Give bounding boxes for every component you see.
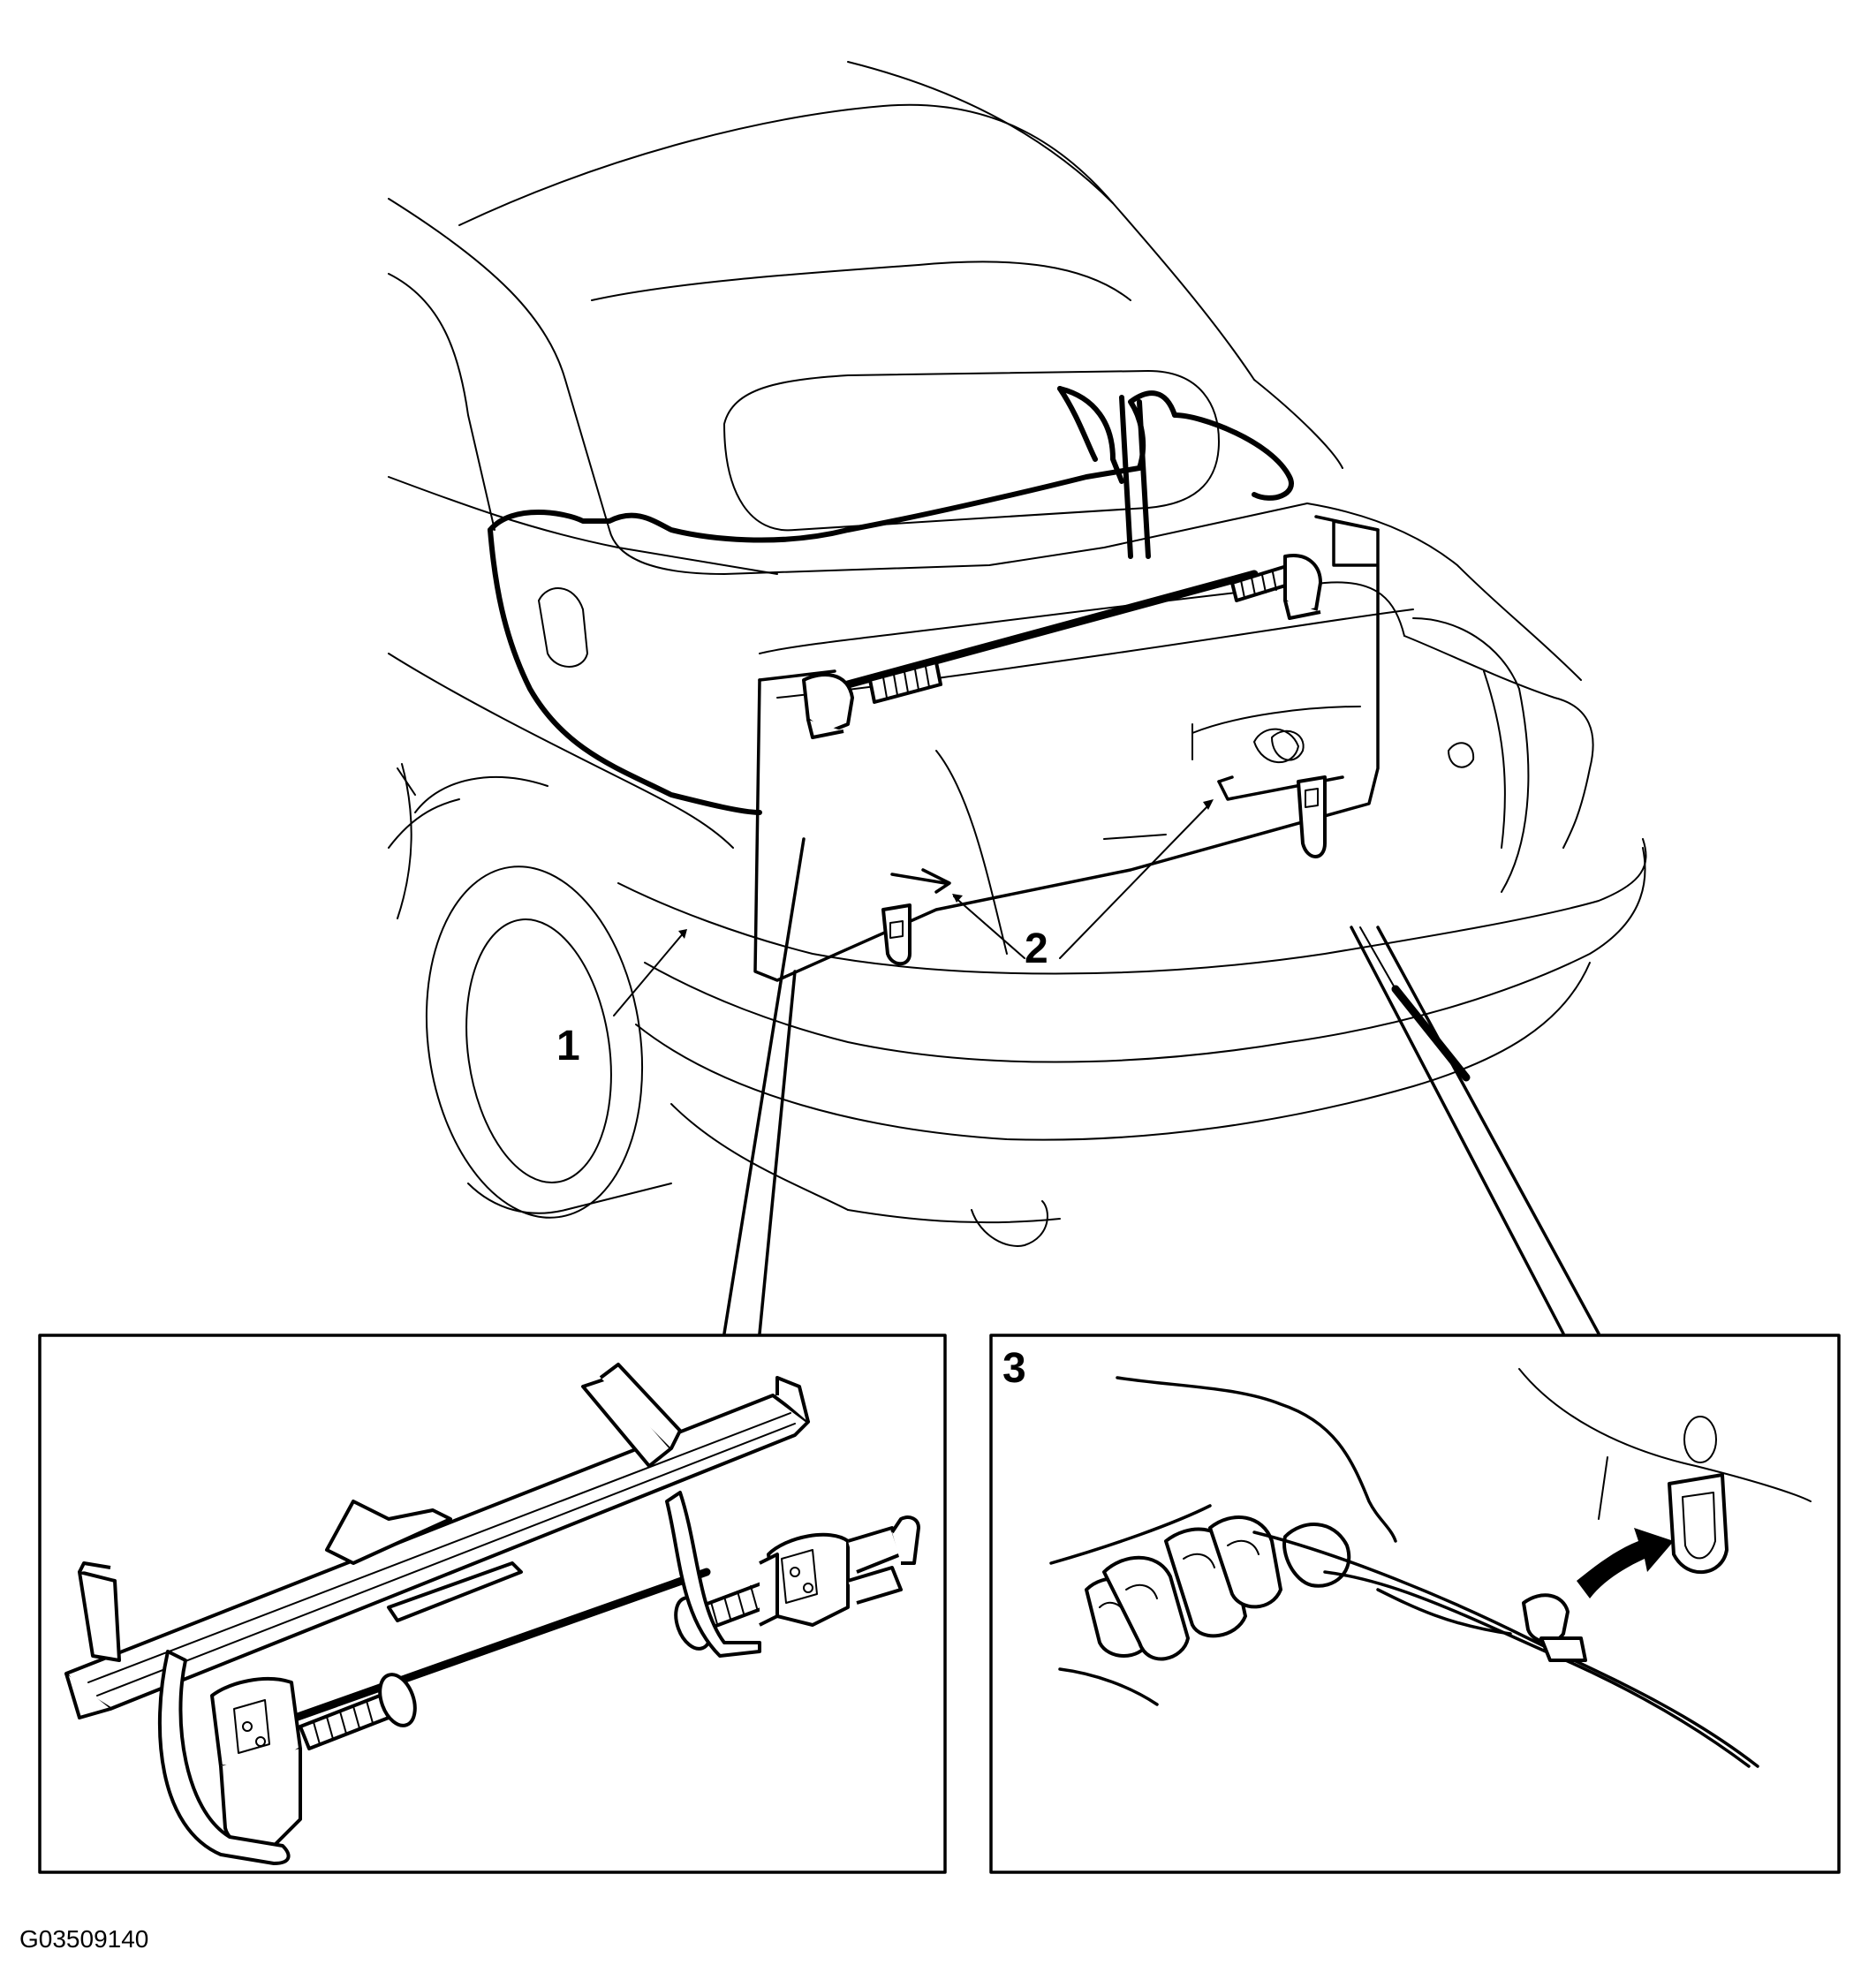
car-rear-view (388, 61, 1647, 1247)
tool-hook-detail: 3 (989, 1334, 1841, 1874)
callout-leaders (613, 799, 1214, 1016)
rear-bumper (617, 838, 1647, 975)
hinge-rod (802, 554, 1322, 739)
top-seal (488, 465, 1142, 543)
callout-2: 2 (1025, 926, 1048, 972)
callout-1: 1 (556, 1023, 580, 1069)
trunk-highlight-box (753, 515, 1380, 982)
arrow-icon (1577, 1528, 1674, 1598)
tool-icon (1252, 1530, 1759, 1768)
detail-label-3: 3 (1002, 1345, 1026, 1392)
striker-brackets (881, 775, 1344, 966)
rear-wheel (425, 865, 644, 1219)
rear-window (723, 370, 1220, 532)
exhaust (971, 1200, 1048, 1247)
figure-id: G03509140 (19, 1925, 148, 1953)
roof-outline (388, 198, 1308, 575)
right-light (1253, 728, 1299, 764)
trunk-lid (759, 581, 1405, 654)
left-light (538, 587, 588, 668)
hinge-mechanism-detail (38, 1334, 947, 1874)
detail-leaders (722, 837, 1600, 1335)
hand-icon (1116, 1376, 1397, 1543)
callout-labels: 1 2 (556, 926, 1048, 1069)
roof-top-line (458, 103, 1255, 381)
